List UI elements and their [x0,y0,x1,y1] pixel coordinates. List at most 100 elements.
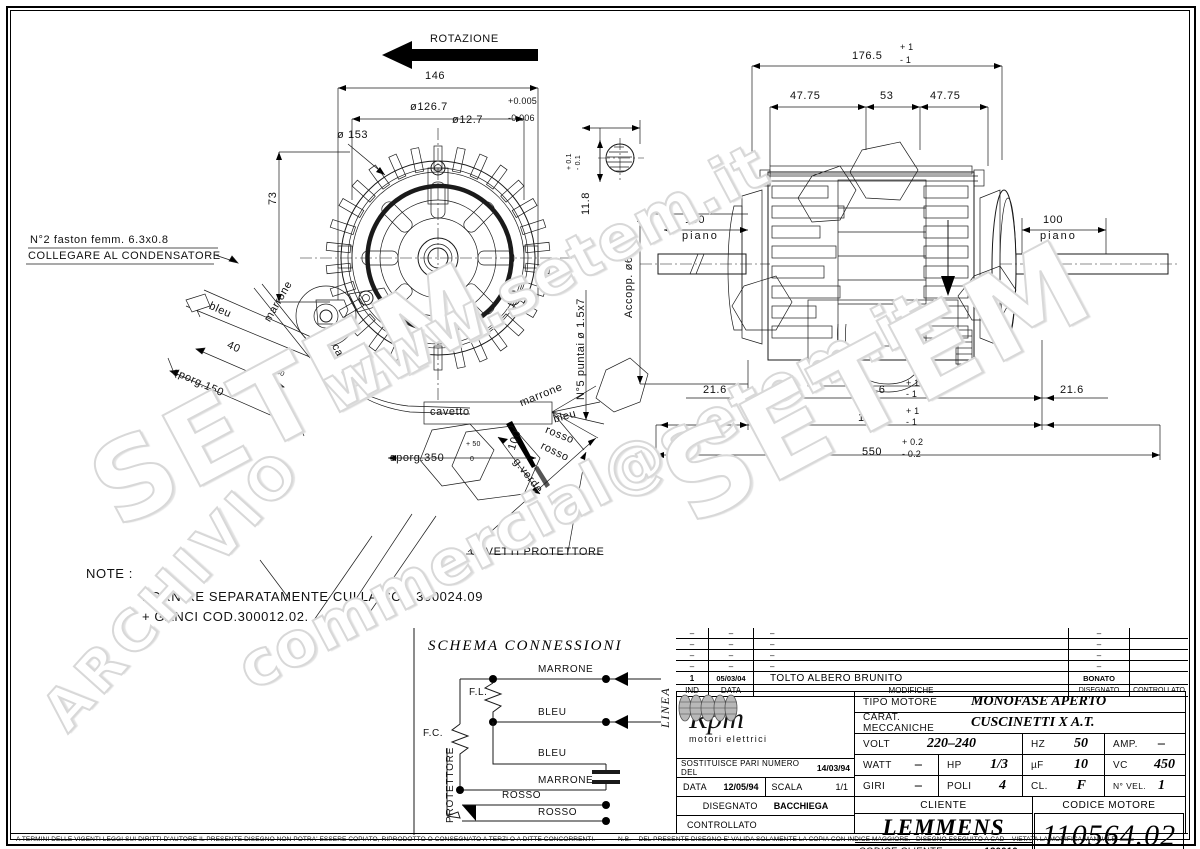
volt-hz-amp-row: VOLT 220–240 HZ 50 AMP. – [855,734,1185,755]
giri-cell: GIRI – [855,776,939,796]
poli-value: 4 [999,778,1006,793]
dim-148-6: 148.6 [855,384,886,396]
sheet-border-inner [10,10,1190,840]
footer-left-text: A TERMINI DELLE VIGENTI LEGGI SUI DIRITT… [16,836,596,843]
data-scala-row: DATA 12/05/94 SCALA 1/1 [677,778,854,797]
dim-176-5-tol-lo: - 1 [900,55,912,65]
vc-value: 450 [1154,757,1175,772]
mod-desc: – [754,639,1069,649]
shaft-key-detail [582,120,644,182]
footer-disclaimer: A TERMINI DELLE VIGENTI LEGGI SUI DIRITT… [10,833,1188,845]
mod-data: – [709,661,754,671]
volt-label: VOLT [863,738,890,750]
codice-cliente-row: CODICE CLIENTE 130010 [855,842,1032,849]
disegnato-label: DISEGNATO [702,801,758,811]
data-cell: DATA 12/05/94 [677,778,766,796]
dim-sporg-350-tol-hi: + 50 [466,441,481,448]
mod-desc: TOLTO ALBERO BRUNITO [754,672,1069,684]
nvel-cell: N° VEL. 1 [1105,776,1185,796]
codice-cliente-label: CODICE CLIENTE [859,846,943,849]
dim-11-8-tol-hi: + 0.1 [566,153,573,170]
watt-cell: WATT – [855,755,939,775]
dim-176-5-tol-hi: + 1 [900,42,914,52]
faston-note-line-1: N°2 faston femm. 6.3x0.8 [30,234,169,246]
mod-disegnato: – [1069,639,1130,649]
dim-126-7: ø126.7 [410,101,448,113]
company-logo: Rpm motori elettrici [677,692,854,759]
label-punti: N°5 puntai ø 1.5x7 [575,297,587,400]
label-cavetti-protettore: CAVETTI PROTETTORE [470,546,605,558]
footer-right-text: DISEGNO ESEGUITO A CAD – VIETATA LA MODI… [916,836,1116,843]
controllato-label: CONTROLLATO [687,820,757,830]
amp-cell: AMP. – [1105,734,1185,754]
codice-cliente-value: 130010 [984,846,1018,849]
logo-tagline: motori elettrici [689,734,768,744]
dim-21-6-a: 21.6 [703,384,727,396]
hz-value: 50 [1074,736,1088,751]
uf-value: 10 [1074,757,1088,772]
schema-wire-rosso-2: ROSSO [538,807,578,818]
data-label: DATA [683,782,707,792]
table-row: – – – – [676,650,1188,661]
disegnato-value: BACCHIEGA [773,801,829,811]
mod-controllato [1130,650,1188,660]
mod-ind: 1 [676,672,709,684]
rpm-rotor-icon [678,694,738,722]
label-accoppiamento: Accopp. ø62 [623,249,635,318]
col-header-controllato: CONTROLLATO [1133,687,1185,694]
vc-label: VC [1113,759,1128,771]
note-line-2: + GANCI COD.300012.02. [142,609,309,624]
mod-controllato [1130,628,1188,638]
hp-value: 1/3 [990,757,1008,772]
schema-wire-rosso-1: ROSSO [502,790,542,801]
mod-controllato [1130,661,1188,671]
table-row: – – – – [676,628,1188,639]
mod-data: – [709,628,754,638]
tipo-motore-row: TIPO MOTORE MONOFASE APERTO [855,692,1185,713]
dim-11-8: 11.8 [580,192,592,215]
schema-wire-marrone-cap: MARRONE [538,775,594,786]
dim-73: 73 [267,191,279,205]
dim-191-7: 191.7 [858,412,889,424]
note-line-1: FORNIRE SEPARATAMENTE CULLA COD.300024.0… [142,589,484,604]
mod-desc: – [754,661,1069,671]
poli-label: POLI [947,780,972,792]
dim-148-6-tol-lo: - 1 [906,389,918,399]
giri-poli-cl-vel-row: GIRI – POLI 4 CL. F N° VEL. 1 [855,776,1185,797]
giri-label: GIRI [863,780,886,792]
cliente-value: LEMMENS [882,815,1005,840]
mod-controllato [1130,639,1188,649]
mod-disegnato: BONATO [1069,672,1130,684]
dim-100-right: 100 [1043,214,1064,226]
nvel-value: 1 [1158,778,1165,793]
schema-wire-marrone-top: MARRONE [538,664,594,675]
codice-motore-label: CODICE MOTORE [1062,799,1156,811]
hp-label: HP [947,759,962,771]
schema-wire-bleu-cap: BLEU [538,748,567,759]
mod-data: – [709,639,754,649]
dim-12-7-tol-hi: +0.005 [508,96,537,106]
right-motor-assembly-view [583,63,1178,460]
label-piano-right: piano [1040,230,1077,242]
watt-value: – [915,757,922,772]
data-value: 12/05/94 [723,782,759,792]
scala-cell: SCALA 1/1 [766,778,855,796]
sostituisce-value: 14/03/94 [816,763,850,773]
dim-21-6-b: 21.6 [1060,384,1084,396]
dim-12-7-tol-lo: -0.006 [508,113,535,123]
label-piano-left: piano [682,230,719,242]
left-leaders [167,254,323,437]
title-block: – – – – – – – – – – – – – – [676,628,1188,849]
nvel-label: N° VEL. [1113,781,1147,791]
hz-label: HZ [1031,738,1046,750]
mod-desc: – [754,628,1069,638]
schema-fl-label: F.L. [469,687,488,698]
dim-176-5: 176.5 [852,50,883,62]
schema-wire-bleu-top: BLEU [538,707,567,718]
amp-value: – [1158,736,1165,751]
footer-middle-text: N.B. – DEL PRESENTE DISEGNO E' VALIDA SO… [618,836,911,843]
mod-ind: – [676,628,709,638]
controllato-row: CONTROLLATO [677,816,854,834]
dim-47-75-a: 47.75 [790,90,821,102]
